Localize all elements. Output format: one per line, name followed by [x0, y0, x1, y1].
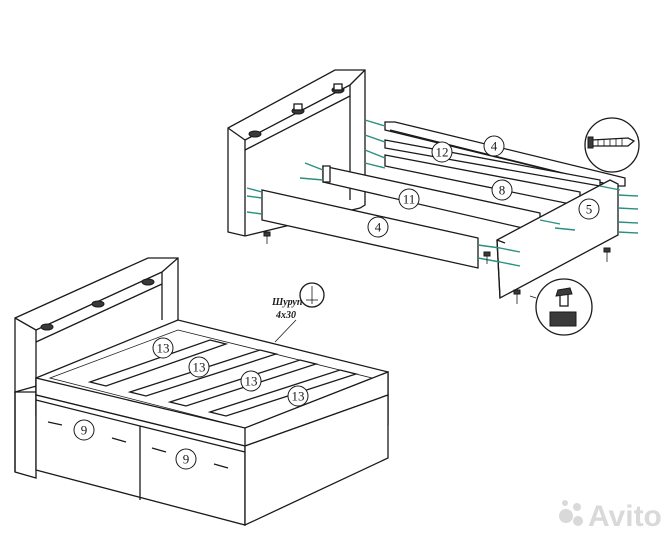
exploded-view — [227, 69, 640, 336]
part-label-13-d: 13 — [287, 385, 309, 407]
svg-text:12: 12 — [436, 145, 449, 160]
screw-label-line2: 4x30 — [275, 310, 296, 321]
part-label-13-c: 13 — [240, 370, 262, 392]
avito-watermark: Avito — [559, 500, 661, 533]
screw-label-line1: Шуруп — [271, 297, 303, 308]
part-label-4-top: 4 — [483, 135, 505, 157]
svg-text:4: 4 — [491, 139, 498, 154]
svg-text:13: 13 — [193, 360, 206, 375]
drawer-right — [139, 425, 246, 469]
svg-text:8: 8 — [499, 183, 506, 198]
part-label-4-bottom: 4 — [367, 216, 389, 238]
part-label-13-b: 13 — [188, 356, 210, 378]
drawer-left — [35, 399, 141, 500]
fitting-icon — [263, 231, 611, 304]
part-label-11: 11 — [398, 188, 420, 210]
part-label-12: 12 — [431, 141, 453, 163]
screw-detail-icon — [584, 117, 640, 173]
svg-text:9: 9 — [81, 423, 88, 438]
svg-text:13: 13 — [292, 389, 305, 404]
wrench-detail-icon — [529, 278, 593, 336]
screw-callout — [274, 282, 325, 343]
part-label-9-b: 9 — [175, 448, 197, 470]
svg-text:4: 4 — [375, 220, 382, 235]
part-labels: 4 12 8 11 5 4 13 13 — [73, 135, 600, 470]
lamp-icon — [40, 278, 155, 331]
svg-text:5: 5 — [586, 202, 593, 217]
assembled-view — [14, 257, 389, 527]
svg-text:13: 13 — [245, 374, 258, 389]
svg-text:13: 13 — [157, 341, 170, 356]
rail-back — [384, 121, 626, 187]
screw-label: Шуруп 4x30 — [271, 297, 303, 321]
part-label-8: 8 — [491, 179, 513, 201]
lamp-icon — [248, 83, 345, 138]
part-label-13-a: 13 — [152, 337, 174, 359]
svg-text:9: 9 — [183, 452, 190, 467]
dowel-lines — [246, 119, 639, 267]
part-label-9-a: 9 — [73, 419, 95, 441]
watermark-text: Avito — [588, 500, 661, 533]
svg-text:11: 11 — [403, 192, 416, 207]
part-label-5: 5 — [578, 198, 600, 220]
